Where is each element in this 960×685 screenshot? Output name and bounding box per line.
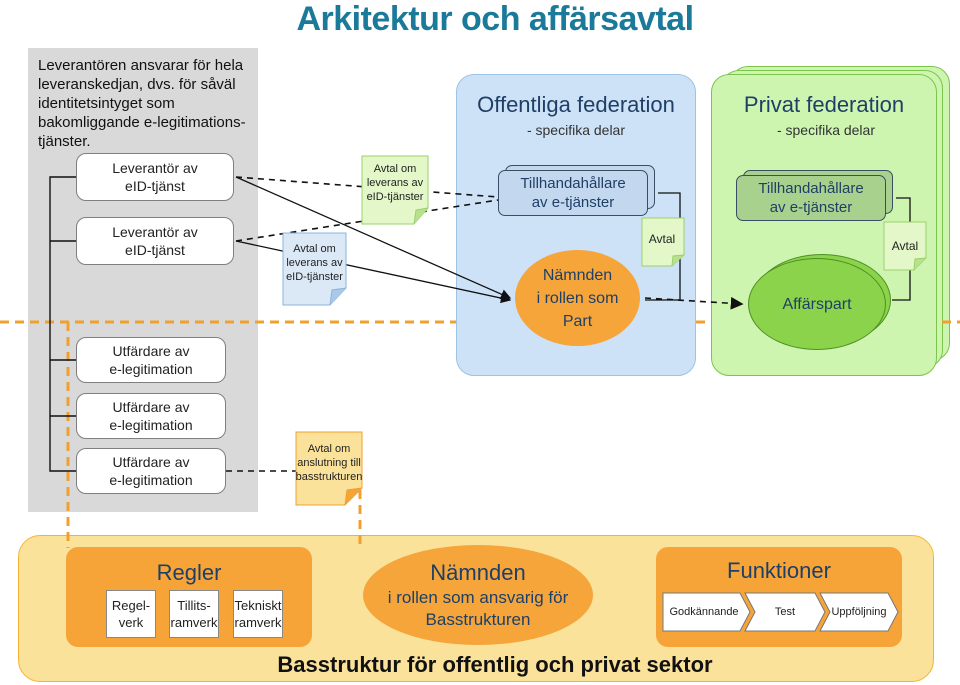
note-line: basstrukturen [295,471,363,483]
chevron-uppfoljning [819,592,899,632]
note-avtal-public-text: Avtal [648,232,676,246]
rules-item-tekniskt-ramverk: Tekniskt ramverk [233,590,283,638]
issuer-box-1: Utfärdare av e-legitimation [76,337,226,383]
private-federation-title: Privat federation [743,92,905,117]
note-avtal-leverans-mid-text: Avtal om leverans av eID-tjänster [283,242,346,284]
supplier-box-2: Leverantör av eID-tjänst [76,217,234,265]
private-partner-oval: Affärspart [748,258,886,350]
note-fold [913,257,927,271]
rules-item-label: ramverk [170,615,218,630]
note-avtal-private-text: Avtal [891,239,919,253]
board-line: i rollen som ansvarig för [387,588,569,607]
board-oval: Nämnden i rollen som ansvarig för Basstr… [363,545,593,645]
board-title: Nämnden [430,560,526,585]
note-line: eID-tjänster [366,191,424,203]
note-line: leverans av [366,177,424,189]
supplier-box-label: eID-tjänst [125,242,185,258]
rules-item-regelverk: Regel- verk [106,590,156,638]
public-provider-box: Tillhandahållare av e-tjänster [498,170,648,216]
issuer-box-label: Utfärdare av [112,343,190,359]
arrow-supplier2-board [235,240,512,304]
rules-title: Regler [156,560,222,585]
issuer-box-3: Utfärdare av e-legitimation [76,448,226,494]
supplier-bracket [49,176,76,472]
note-line: eID-tjänster [286,271,343,283]
public-board-label: Part [562,312,593,330]
private-provider-label: av e-tjänster [769,199,853,216]
note-fold [671,254,685,267]
issuer-box-label: Utfärdare av [112,399,190,415]
chevron-test [744,592,826,632]
issuer-box-label: Utfärdare av [112,454,190,470]
rules-item-tillitsramverk: Tillits- ramverk [169,590,219,638]
public-provider-label: Tillhandahållare [520,175,626,192]
note-line: Avtal om [373,163,417,175]
rules-item-label: Tekniskt [234,598,282,613]
note-line: Avtal om [307,443,351,455]
function-godkannande: Godkännande [669,606,739,618]
private-provider-box: Tillhandahållare av e-tjänster [736,175,886,221]
rules-item-label: verk [118,615,144,630]
arrow-supplier-board [235,176,512,300]
note-line: leverans av [286,257,343,269]
note-avtal-anslutning-text: Avtal om anslutning till basstrukturen [294,442,364,484]
rules-item-label: Tillits- [177,598,211,613]
issuer-box-2: Utfärdare av e-legitimation [76,393,226,439]
basstruktur-footer: Basstruktur för offentlig och privat sek… [277,652,713,677]
supplier-box-1: Leverantör av eID-tjänst [76,153,234,201]
supplier-box-label: eID-tjänst [125,178,185,194]
page-title: Arkitektur och affärsavtal [296,0,694,38]
supplier-panel-description: Leverantören ansvarar för hela leveransk… [38,57,246,150]
note-fold [329,287,347,306]
note-fold [344,487,363,506]
private-provider-label: Tillhandahållare [758,180,864,197]
public-board-oval: Nämnden i rollen som Part [515,250,640,346]
function-uppfoljning: Uppföljning [831,606,887,618]
note-line: anslutning till [297,457,361,469]
public-federation-title: Offentliga federation [477,92,675,117]
note-fold [413,207,429,225]
note-avtal-leverans-top-text: Avtal om leverans av eID-tjänster [362,162,428,204]
issuer-box-label: e-legitimation [109,472,193,488]
public-board-label: i rollen som [536,289,619,307]
function-test: Test [774,606,796,618]
rules-item-label: Regel- [111,598,151,613]
functions-title: Funktioner [727,558,831,583]
board-line: Basstrukturen [425,610,531,629]
supplier-box-label: Leverantör av [112,160,198,176]
public-board-label: Nämnden [542,266,613,284]
private-partner-label: Affärspart [782,295,852,313]
public-federation-subtitle: - specifika delar [526,122,626,138]
issuer-box-label: e-legitimation [109,417,193,433]
arrow-public-private [644,296,744,310]
chevron-godkannande [662,592,751,632]
issuer-box-label: e-legitimation [109,361,193,377]
supplier-box-label: Leverantör av [112,224,198,240]
private-federation-subtitle: - specifika delar [776,122,875,138]
rules-item-label: ramverk [234,615,282,630]
note-line: Avtal om [293,243,336,255]
public-provider-label: av e-tjänster [531,194,615,211]
